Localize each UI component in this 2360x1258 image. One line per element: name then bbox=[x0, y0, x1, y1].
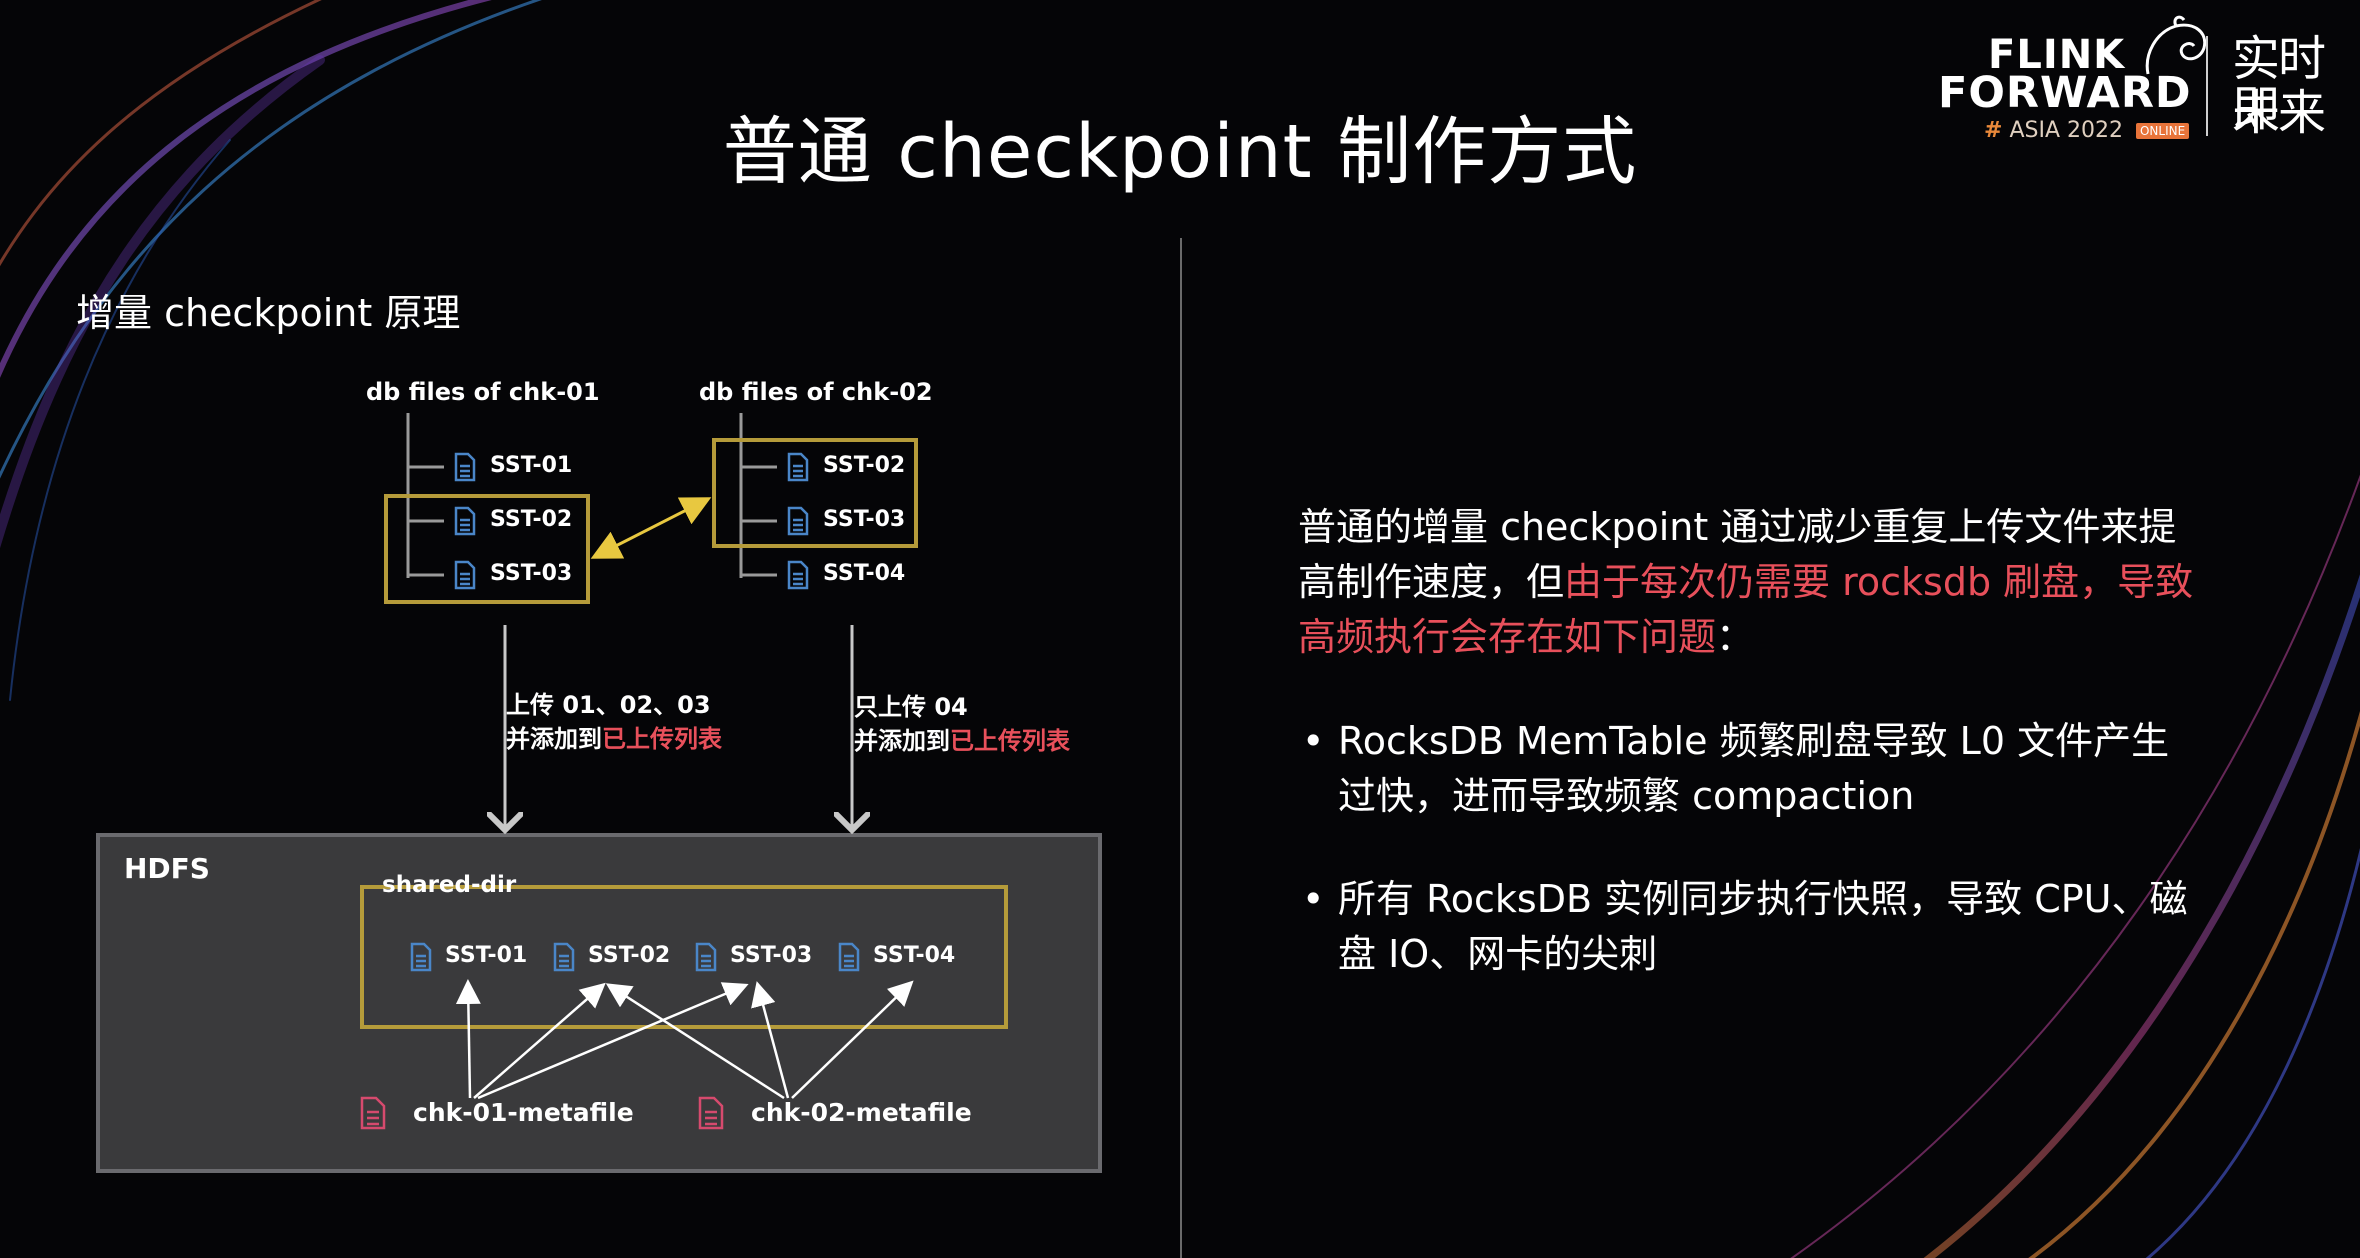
hdfs-file-3: SST-03 bbox=[730, 943, 813, 968]
problem-item-1-text: RocksDB MemTable 频繁刷盘导致 L0 文件产生过快，进而导致频繁… bbox=[1338, 719, 2170, 818]
metafile-reference-arrows bbox=[455, 979, 914, 1100]
description-highlight: 由于每次仍需要 rocksdb 刷盘，导致高频执行会存在如下问题 bbox=[1298, 560, 2194, 659]
bullet-icon: • bbox=[1302, 719, 1325, 763]
chk2-file-1: SST-02 bbox=[823, 453, 906, 478]
file-icons-hdfs bbox=[410, 942, 860, 972]
metafile-icons bbox=[360, 1096, 724, 1130]
problem-item-2: • 所有 RocksDB 实例同步执行快照，导致 CPU、磁盘 IO、网卡的尖刺 bbox=[1298, 872, 2198, 982]
problem-item-2-text: 所有 RocksDB 实例同步执行快照，导致 CPU、磁盘 IO、网卡的尖刺 bbox=[1338, 877, 2188, 976]
hdfs-file-1: SST-01 bbox=[445, 943, 528, 968]
upload-note-chk1-line2: 并添加到已上传列表 bbox=[506, 722, 722, 756]
file-icons-top bbox=[454, 452, 809, 590]
shared-dir-box bbox=[360, 885, 1008, 1029]
upload-note-chk2-line2: 并添加到已上传列表 bbox=[854, 724, 1070, 758]
description-end: ： bbox=[1716, 615, 1755, 659]
upload-note-chk1-prefix: 并添加到 bbox=[506, 725, 602, 753]
chk2-shared-files-box bbox=[712, 438, 918, 548]
logo-slogan-line2: 未来 bbox=[2232, 85, 2326, 141]
shared-files-arrow bbox=[590, 497, 712, 559]
upload-note-chk2: 只上传 04 并添加到已上传列表 bbox=[854, 690, 1070, 758]
flink-forward-logo: FLINK FORWARD # ASIA 2022 ONLINE 实时即 未来 bbox=[1930, 14, 2350, 144]
description-normal: 普通的增量 checkpoint 通过减少重复上传文件来提高制作速度，但 bbox=[1298, 505, 2177, 604]
logo-hash: # bbox=[1984, 118, 2003, 143]
hdfs-file-4: SST-04 bbox=[873, 943, 956, 968]
logo-event-line: # ASIA 2022 ONLINE bbox=[1984, 118, 2190, 143]
upload-note-chk2-prefix: 并添加到 bbox=[854, 727, 950, 755]
upload-note-chk1: 上传 01、02、03 并添加到已上传列表 bbox=[506, 688, 722, 756]
bullet-icon: • bbox=[1302, 877, 1325, 921]
slide-title: 普通 checkpoint 制作方式 bbox=[722, 109, 1638, 195]
logo-forward-text: FORWARD bbox=[1938, 68, 2192, 118]
logo-online-badge: ONLINE bbox=[2135, 123, 2190, 139]
hdfs-file-2: SST-02 bbox=[588, 943, 671, 968]
metafile-chk1: chk-01-metafile bbox=[413, 1098, 634, 1127]
problem-item-1: • RocksDB MemTable 频繁刷盘导致 L0 文件产生过快，进而导致频… bbox=[1298, 714, 2198, 824]
upload-note-chk1-highlight: 已上传列表 bbox=[602, 725, 722, 753]
logo-event: ASIA 2022 bbox=[2009, 118, 2123, 143]
logo-divider bbox=[2206, 36, 2208, 136]
chk1-shared-files-box bbox=[384, 494, 590, 604]
logo-flink-text: FLINK bbox=[1988, 32, 2126, 78]
upload-note-chk1-line1: 上传 01、02、03 bbox=[506, 691, 711, 719]
chk1-file-2: SST-02 bbox=[490, 507, 573, 532]
description-paragraph: 普通的增量 checkpoint 通过减少重复上传文件来提高制作速度，但由于每次… bbox=[1298, 500, 2198, 665]
chk2-header: db files of chk-02 bbox=[699, 378, 933, 406]
shared-dir-label: shared-dir bbox=[382, 872, 517, 898]
column-divider bbox=[1180, 238, 1182, 1258]
upload-note-chk2-line1: 只上传 04 bbox=[854, 693, 968, 721]
logo-slogan-line1: 实时即 bbox=[2232, 31, 2326, 137]
metafile-chk2: chk-02-metafile bbox=[751, 1098, 972, 1127]
chk2-tree-lines bbox=[739, 413, 777, 578]
chk2-file-3: SST-04 bbox=[823, 561, 906, 586]
chk1-file-1: SST-01 bbox=[490, 453, 573, 478]
chk1-file-3: SST-03 bbox=[490, 561, 573, 586]
problem-list: • RocksDB MemTable 频繁刷盘导致 L0 文件产生过快，进而导致频… bbox=[1298, 714, 2198, 1030]
chk2-file-2: SST-03 bbox=[823, 507, 906, 532]
squirrel-icon bbox=[2145, 15, 2207, 75]
hdfs-label: HDFS bbox=[124, 852, 210, 885]
upload-note-chk2-highlight: 已上传列表 bbox=[950, 727, 1070, 755]
chk1-header: db files of chk-01 bbox=[366, 378, 600, 406]
section-subtitle: 增量 checkpoint 原理 bbox=[76, 291, 461, 335]
